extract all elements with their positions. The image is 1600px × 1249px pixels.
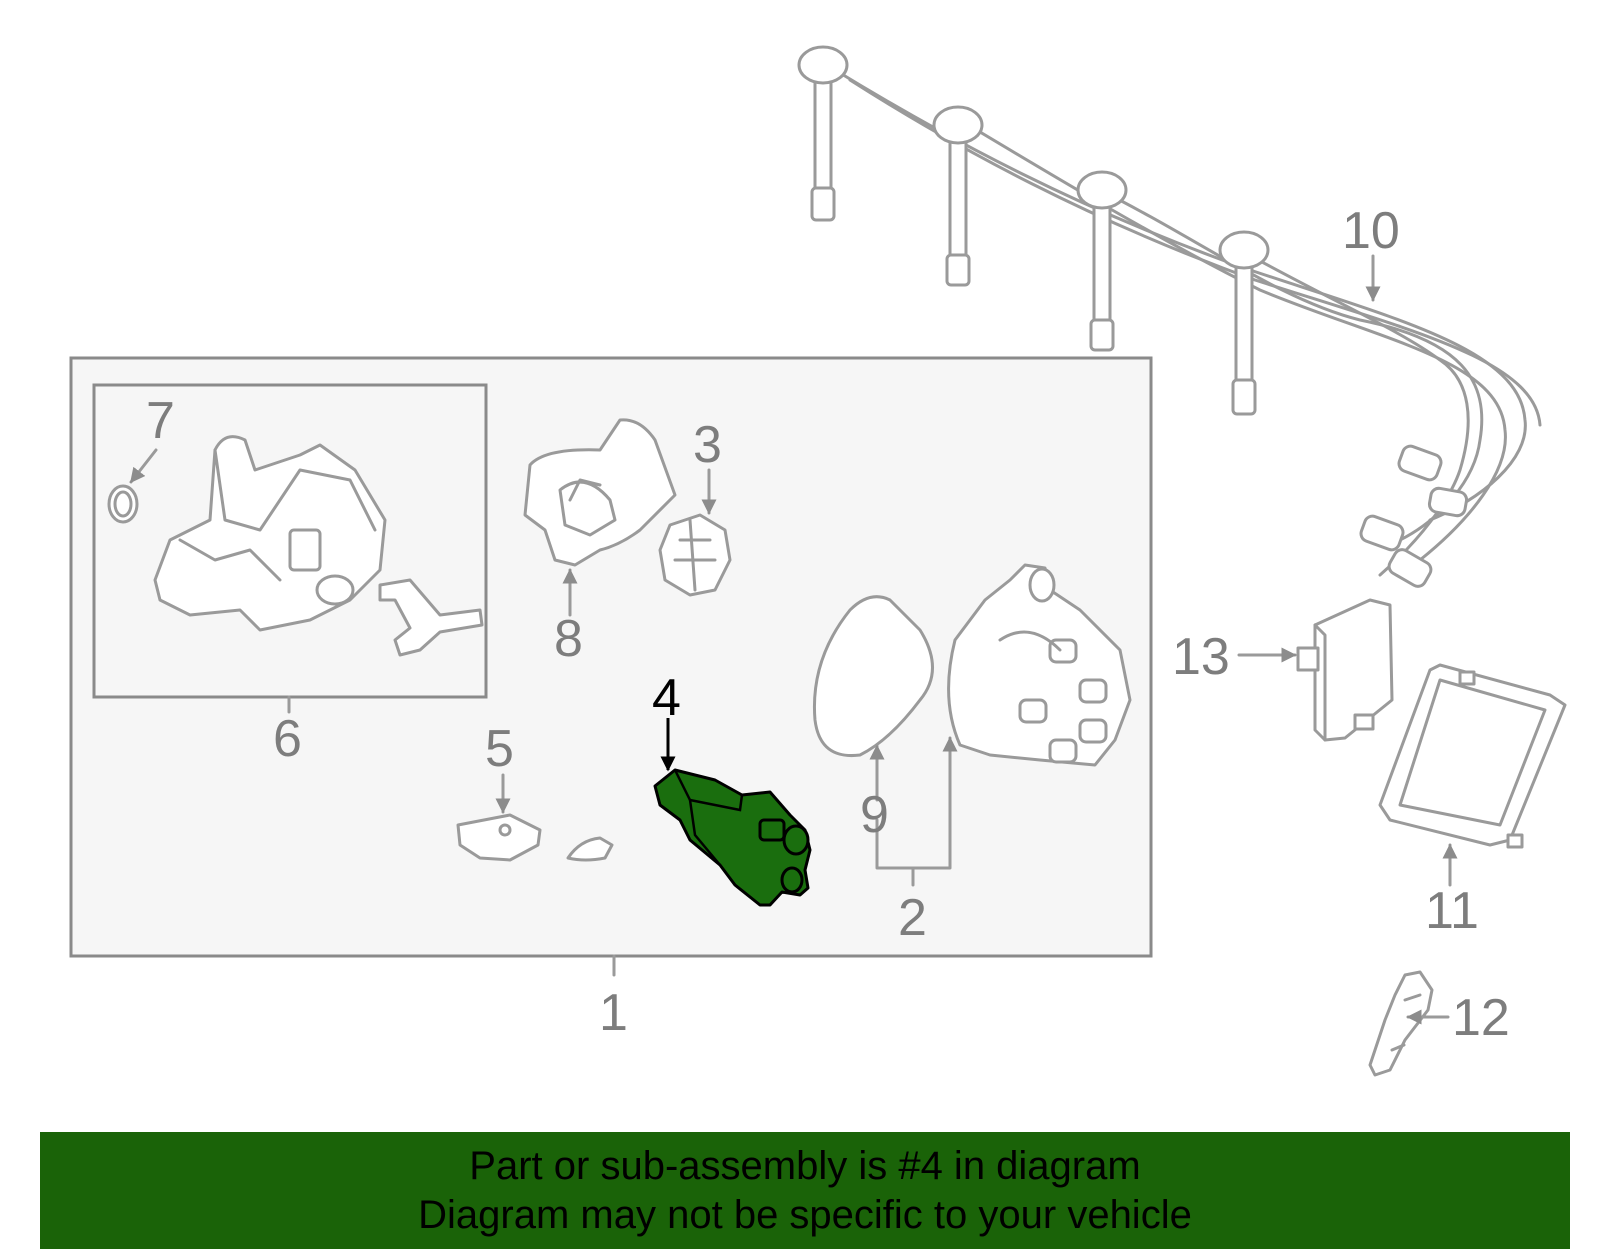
distributor-cap bbox=[947, 563, 1132, 767]
ignition-wire-set bbox=[797, 45, 1542, 588]
banner-line-2: Diagram may not be specific to your vehi… bbox=[418, 1192, 1192, 1237]
callout-11: 11 bbox=[1425, 882, 1479, 940]
distributor-housing bbox=[153, 435, 484, 657]
callout-13: 13 bbox=[1172, 628, 1230, 686]
info-banner: Part or sub-assembly is #4 in diagram Di… bbox=[40, 1132, 1570, 1249]
callout-4: 4 bbox=[652, 669, 681, 727]
engine-control-unit bbox=[1378, 663, 1567, 849]
rotor bbox=[658, 513, 732, 597]
sensor bbox=[1368, 970, 1434, 1077]
callout-1: 1 bbox=[599, 984, 628, 1042]
cap-gasket bbox=[812, 595, 934, 758]
mounting-bracket bbox=[456, 813, 614, 862]
callout-12: 12 bbox=[1452, 989, 1510, 1047]
callout-8: 8 bbox=[554, 610, 583, 668]
highlighted-part-4 bbox=[653, 768, 812, 907]
callout-9: 9 bbox=[860, 786, 889, 844]
callout-10: 10 bbox=[1342, 202, 1400, 260]
callout-3: 3 bbox=[693, 416, 722, 474]
callout-6: 6 bbox=[273, 710, 302, 768]
ignition-control-module bbox=[1296, 598, 1394, 742]
leader-lines bbox=[129, 254, 1458, 1025]
callout-2: 2 bbox=[898, 889, 927, 947]
distributor-cover bbox=[523, 418, 677, 567]
callout-5: 5 bbox=[485, 720, 514, 778]
callout-7: 7 bbox=[146, 392, 175, 450]
banner-line-1: Part or sub-assembly is #4 in diagram bbox=[469, 1143, 1141, 1188]
